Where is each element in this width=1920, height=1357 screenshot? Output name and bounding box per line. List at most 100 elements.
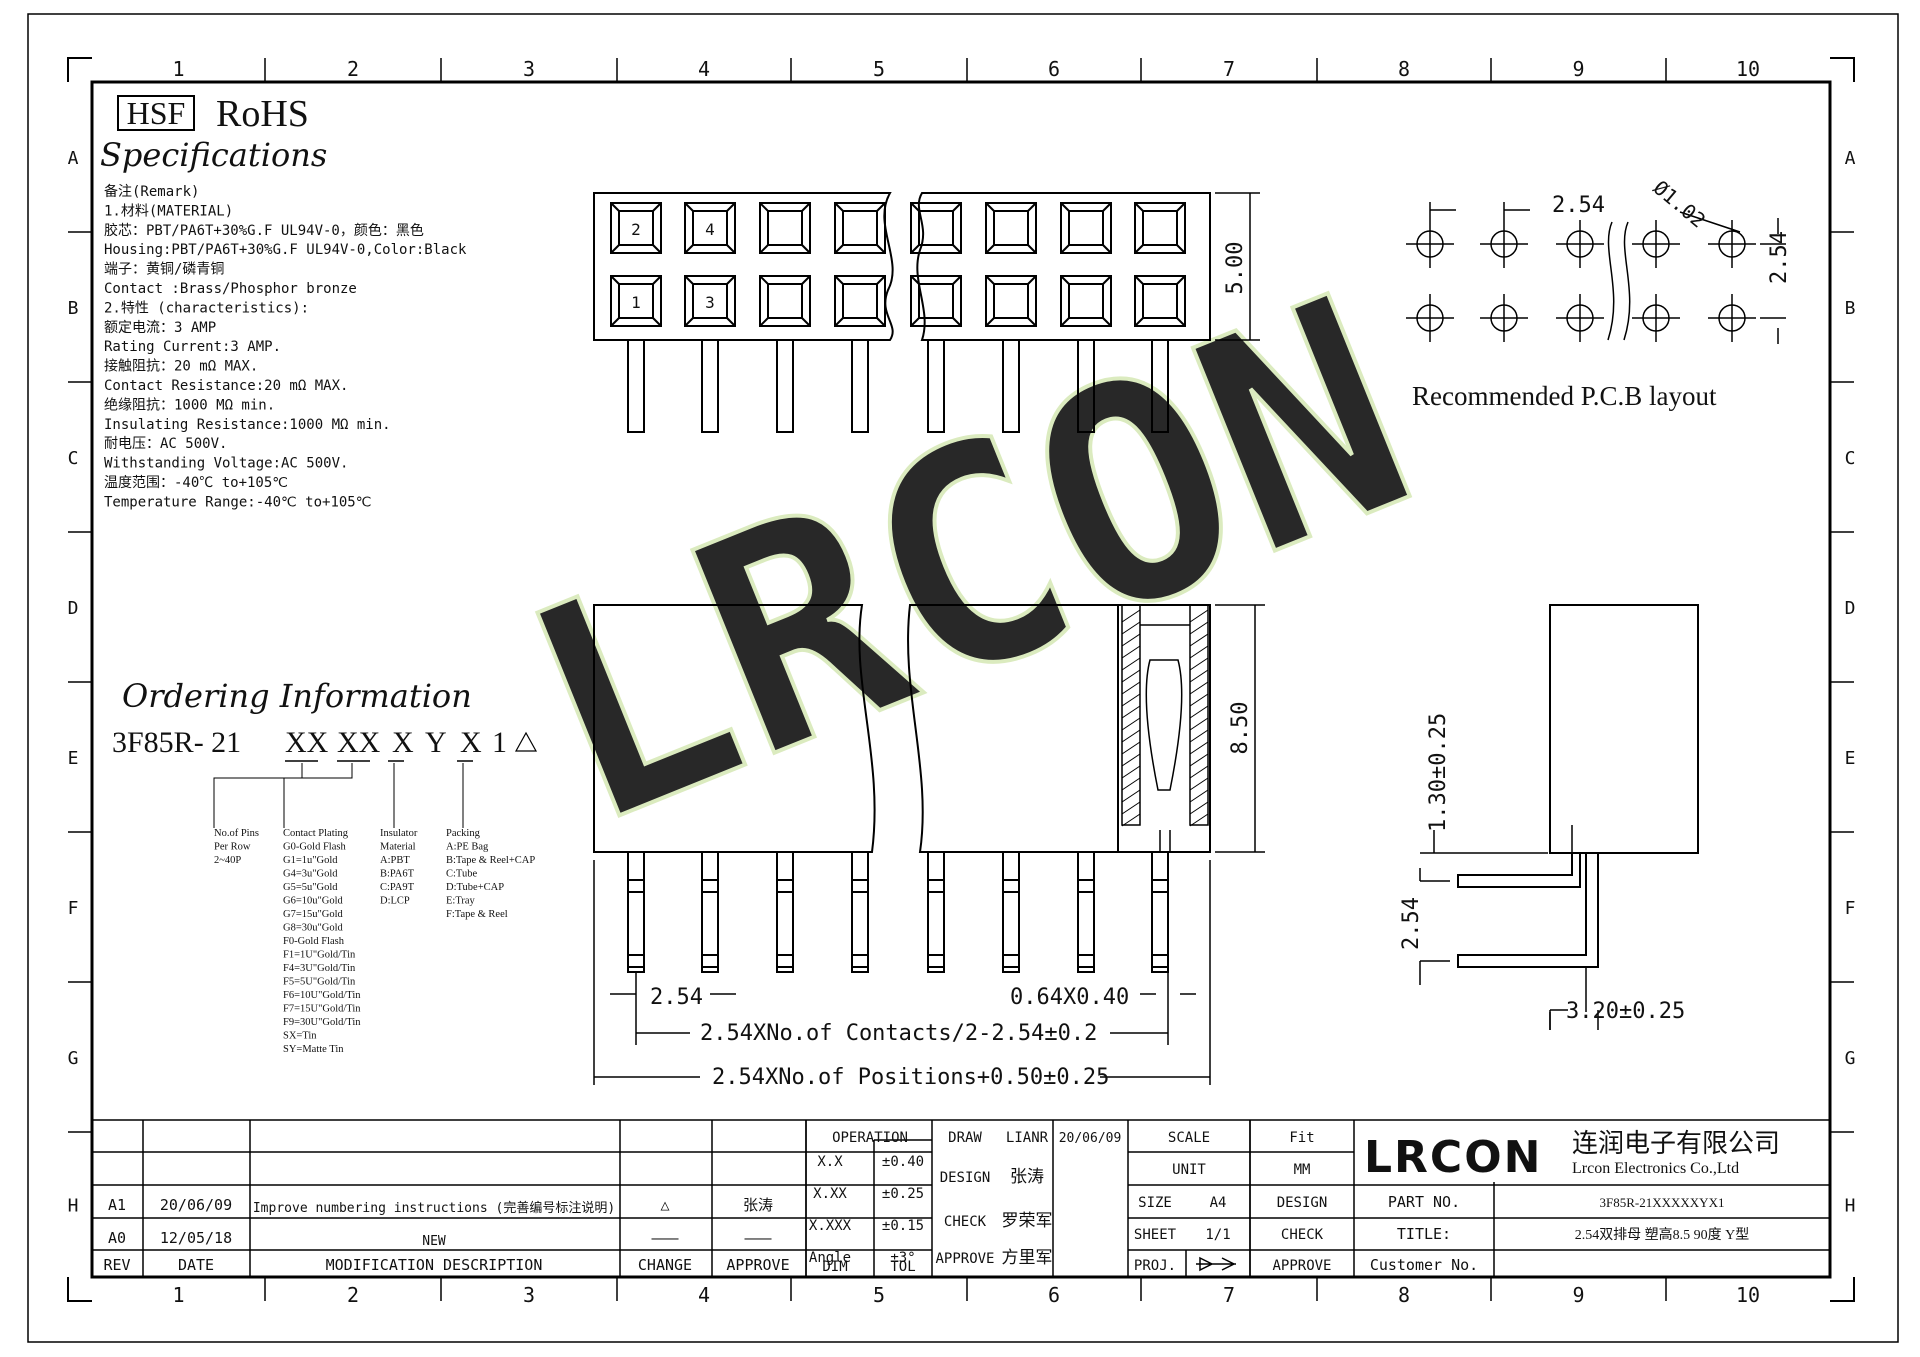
code-part: X [392,726,414,759]
remark-line: 1.材料(MATERIAL) [104,203,233,219]
pin-band [851,954,869,968]
specifications-title: Specifications [100,136,327,174]
side-dim-a: 1.30±0.25 [1426,713,1451,832]
top-pin [627,340,645,433]
break-line [1623,221,1631,341]
ordering-option: SX=Tin [283,1031,317,1042]
remark-line: 额定电流：3 AMP [104,320,216,336]
tb-cell: MODIFICATION DESCRIPTION [326,1256,543,1274]
break-line [1607,221,1615,341]
remark-line: Contact :Brass/Phosphor bronze [104,281,357,297]
slot-outer [759,275,811,327]
front-pin [927,852,945,973]
company-name-cn: 连润电子有限公司 [1572,1129,1780,1159]
pin-band [627,954,645,968]
tb-cell: ±0.40 [882,1154,924,1170]
row-label-left: G [68,1048,79,1069]
ordering-option: F9=30U"Gold/Tin [283,1017,361,1028]
ordering-option: F1=1U"Gold/Tin [283,950,356,961]
slot-inner [618,283,654,319]
column-label-top: 5 [873,57,885,81]
ordering-option: F6=10U"Gold/Tin [283,990,361,1001]
slot-outer [684,275,736,327]
rohs-label: RoHS [216,93,309,135]
tb-cell: ±0.25 [882,1186,924,1202]
slot-outer [1134,275,1186,327]
code-part: 3F85R- 21 [112,726,241,759]
pin-number: 4 [705,220,715,239]
pin-band [1002,879,1020,893]
pin-band [927,954,945,968]
tb-cell: SCALE [1168,1130,1210,1146]
ordering-option: B:Tape & Reel+CAP [446,855,535,866]
remark-line: Temperature Range:-40℃ to+105℃ [104,494,371,510]
row-label-right: F [1845,898,1856,919]
code-part: X [460,726,482,759]
slot-inner [1142,210,1178,246]
remark-line: 端子：黄铜/磷青铜 [104,261,224,278]
column-label-bottom: 6 [1048,1283,1060,1307]
ordering-option: No.of Pins [214,828,259,839]
column-label-top: 3 [523,57,535,81]
ordering-option: E:Tray [446,896,476,907]
hsf-box [117,95,195,131]
remark-line: 接触阻抗：20 mΩ MAX. [104,358,258,375]
remark-line: 绝缘阻抗：1000 MΩ min. [104,397,275,413]
revision-triangle-icon [514,731,538,752]
slot-inner [993,210,1029,246]
row-label-left: B [68,298,79,319]
slot-outer [1134,202,1186,254]
tb-cell: DESIGN [1277,1195,1328,1211]
top-pin [1151,340,1169,433]
remark-line: 备注(Remark) [104,183,199,200]
tb-cell: ——— [744,1229,772,1247]
pcb-caption: Recommended P.C.B layout [1412,381,1717,411]
tb-cell: LIANR [1006,1130,1049,1146]
tb-cell: △ [660,1196,669,1214]
front-body-right [907,604,1211,853]
side-dim-c: 3.20±0.25 [1566,999,1685,1024]
tb-cell: TOL [890,1259,915,1275]
slot-outer [834,202,886,254]
tb-cell: NEW [422,1234,446,1249]
tb-cell: Angle [809,1250,851,1266]
tb-cell: APPROVE [726,1256,789,1274]
top-height-dimension [1215,192,1260,341]
code-part: 1 [492,726,507,759]
title-block [92,1119,1830,1277]
ordering-option: D:Tube+CAP [446,882,504,893]
ordering-option: 2~40P [214,855,241,866]
watermark-logo: LRCON [483,230,1455,896]
tb-cell: 2.54双排母 塑高8.5 90度 Y型 [1575,1226,1750,1243]
pin-band [1151,879,1169,893]
company-name-en: Lrcon Electronics Co.,Ltd [1572,1160,1739,1177]
front-pin [1077,852,1095,973]
front-pin [701,852,719,973]
tb-cell: OPERATION [832,1130,908,1146]
slot-outer [1060,202,1112,254]
slot-outer [684,202,736,254]
slot-inner [692,210,728,246]
top-pin [1002,340,1020,433]
ordering-option: G1=1u"Gold [283,855,338,866]
column-label-bottom: 7 [1223,1283,1235,1307]
pin-band [701,954,719,968]
tb-cell: CHANGE [638,1256,692,1274]
tb-cell: DIM [822,1259,847,1275]
front-pin [1151,852,1169,973]
column-label-top: 1 [172,57,184,81]
tb-cell: CHECK [944,1214,987,1230]
column-label-top: 4 [698,57,710,81]
column-label-top: 7 [1223,57,1235,81]
row-label-right: C [1845,448,1856,469]
tb-cell: 1/1 [1205,1227,1230,1243]
remark-line: Rating Current:3 AMP. [104,339,281,355]
pin-band [1077,954,1095,968]
row-label-left: D [68,598,79,619]
slot-inner [842,210,878,246]
tb-cell: APPROVE [935,1251,994,1267]
ordering-option: Contact Plating [283,828,349,839]
